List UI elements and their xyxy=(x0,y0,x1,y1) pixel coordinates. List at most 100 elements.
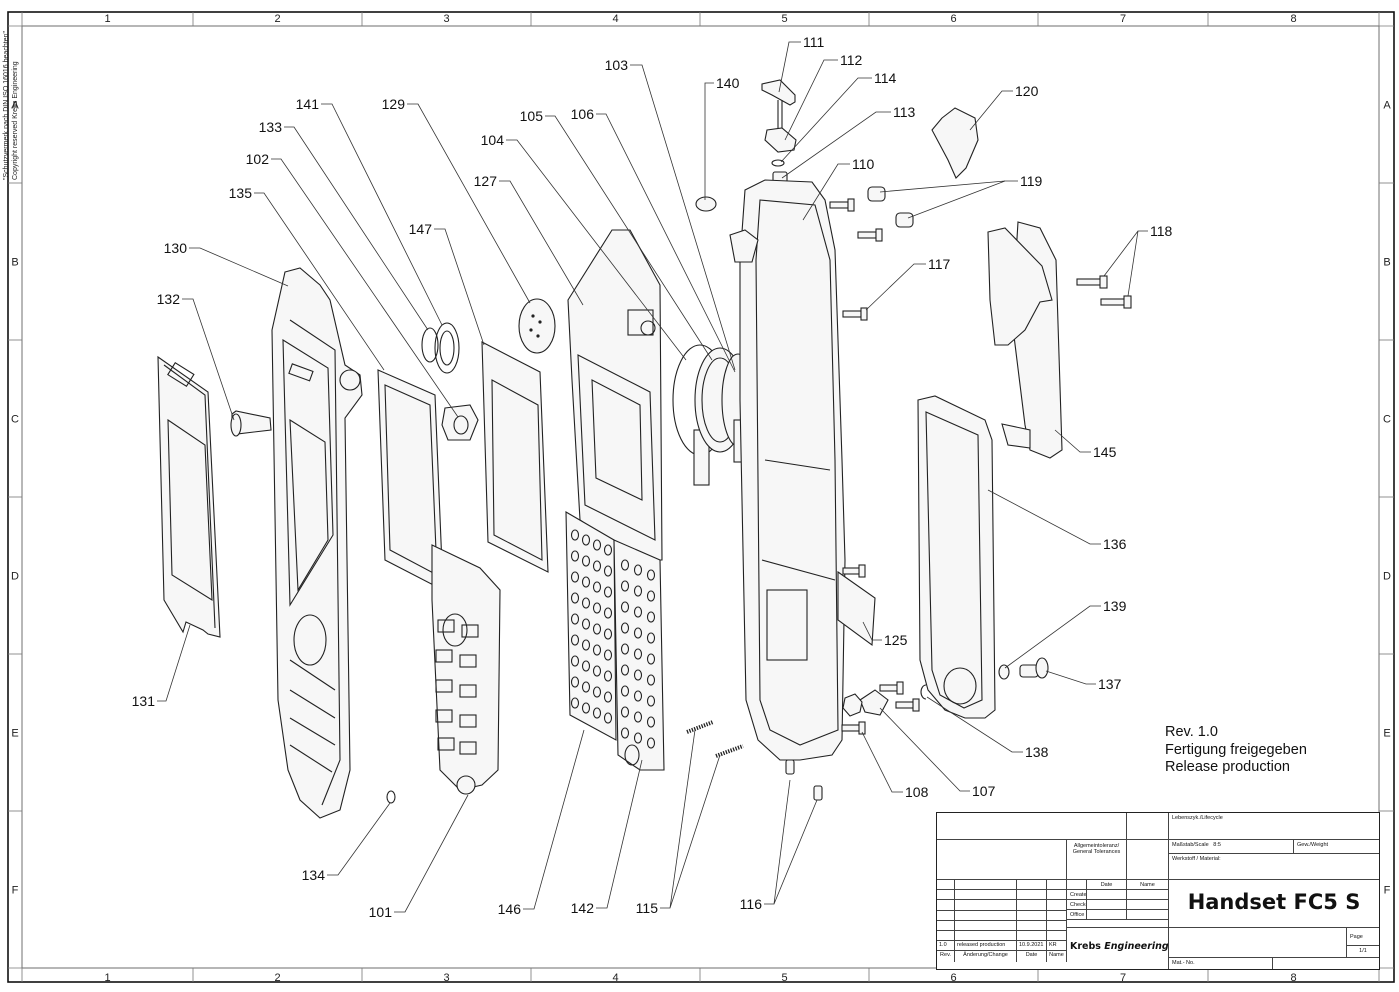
revision-note-line-2: Fertigung freigegeben xyxy=(1165,741,1307,758)
zone-col-4-top: 4 xyxy=(612,13,618,25)
tb-scale-value: 8:5 xyxy=(1213,842,1221,848)
tb-general-tolerances: Allgemeintoleranz/ General Tolerances xyxy=(1067,840,1127,880)
tb-material: Werkstoff / Material: xyxy=(1169,854,1379,880)
tb-weight: Gew./Weight xyxy=(1294,840,1379,854)
callout-102: 102 xyxy=(246,151,270,167)
callout-104: 104 xyxy=(481,132,505,148)
callout-119: 119 xyxy=(1020,173,1043,189)
revision-header-3: Name xyxy=(1047,951,1067,962)
callout-136: 136 xyxy=(1103,536,1127,552)
callout-105: 105 xyxy=(520,108,544,124)
callout-110: 110 xyxy=(852,156,875,172)
revision-empty-cell xyxy=(955,910,1017,921)
leader-106 xyxy=(596,113,736,373)
revision-cell-date: 10.9.2021 xyxy=(1017,941,1047,952)
part-101-keypad xyxy=(431,544,501,795)
part-117-screws xyxy=(829,198,883,321)
part-102-lens xyxy=(441,404,479,441)
callout-135: 135 xyxy=(229,185,253,201)
part-134-ring xyxy=(386,790,396,804)
tb-created-date xyxy=(1087,890,1127,900)
revision-empty-cell xyxy=(937,880,955,891)
tb-scale-label: Maßstab/Scale xyxy=(1172,842,1209,848)
callout-145: 145 xyxy=(1093,444,1117,460)
revision-note: Rev. 1.0 Fertigung freigegeben Release p… xyxy=(1165,724,1307,777)
leader-112 xyxy=(784,59,838,141)
leader-115 xyxy=(660,729,721,909)
callout-118: 118 xyxy=(1150,223,1173,239)
leader-135 xyxy=(254,192,385,371)
callout-138: 138 xyxy=(1025,744,1049,760)
copyright-line-2: Copyright reserved Krebs Engineering xyxy=(12,61,19,180)
revision-empty-cell xyxy=(1047,900,1067,911)
callout-129: 129 xyxy=(382,96,406,112)
revision-header-2: Date xyxy=(1017,951,1047,962)
part-133-ring xyxy=(421,327,439,363)
callout-114: 114 xyxy=(874,70,897,86)
zone-row-A-right: A xyxy=(1383,100,1391,112)
callout-139: 139 xyxy=(1103,598,1127,614)
leader-136 xyxy=(987,489,1101,545)
tb-page-value: 1/1 xyxy=(1347,946,1379,958)
tb-mat-no: Mat.- No. xyxy=(1169,958,1273,969)
part-137-knob xyxy=(1019,657,1049,679)
callout-137: 137 xyxy=(1098,676,1122,692)
tb-blank-hdr xyxy=(1067,880,1087,890)
callout-112: 112 xyxy=(840,52,863,68)
zone-row-F-left: F xyxy=(12,885,19,897)
leader-104 xyxy=(506,139,687,361)
tb-checked-name xyxy=(1127,900,1169,910)
leader-130 xyxy=(189,247,289,287)
callout-103: 103 xyxy=(605,57,629,73)
part-136-back-frame xyxy=(917,395,996,719)
callout-125: 125 xyxy=(884,632,908,648)
part-146-pcb xyxy=(565,511,617,741)
part-119-nuts xyxy=(867,186,914,228)
leader-116 xyxy=(764,779,818,905)
leader-137 xyxy=(1045,670,1096,685)
part-141-gasket xyxy=(434,322,460,374)
part-147-display xyxy=(481,341,549,573)
leader-127 xyxy=(499,180,584,306)
tb-empty-5 xyxy=(1169,928,1347,958)
revision-empty-cell xyxy=(955,880,1017,891)
part-115-springs xyxy=(686,720,744,758)
leader-141 xyxy=(321,103,443,326)
part-145-belt-clip xyxy=(987,221,1063,459)
part-140-grommet xyxy=(695,196,717,212)
tb-name-header: Name xyxy=(1127,880,1169,890)
tb-office-name xyxy=(1127,910,1169,920)
leader-102 xyxy=(271,158,459,418)
callout-141: 141 xyxy=(296,96,320,112)
leader-129 xyxy=(407,103,531,304)
callout-106: 106 xyxy=(571,106,595,122)
leader-120 xyxy=(969,90,1013,131)
zone-col-8-top: 8 xyxy=(1290,13,1296,25)
zone-col-3-top: 3 xyxy=(443,13,449,25)
tb-office: Office xyxy=(1067,910,1087,920)
callout-142: 142 xyxy=(571,900,595,916)
callout-116: 116 xyxy=(740,896,763,912)
zone-col-2-bottom: 2 xyxy=(274,972,280,984)
leader-lines xyxy=(157,41,1148,913)
callout-130: 130 xyxy=(164,240,188,256)
zone-col-6-bottom: 6 xyxy=(950,972,956,984)
revision-cell-name: KR xyxy=(1047,941,1067,952)
tb-empty-2 xyxy=(1127,813,1169,840)
zone-col-1-top: 1 xyxy=(104,13,110,25)
revision-empty-cell xyxy=(937,900,955,911)
callout-120: 120 xyxy=(1015,83,1039,99)
leader-140 xyxy=(704,82,714,200)
callout-127: 127 xyxy=(474,173,498,189)
leader-110 xyxy=(802,163,850,221)
leader-132 xyxy=(182,298,235,421)
callout-115: 115 xyxy=(636,900,659,916)
zone-col-1-bottom: 1 xyxy=(104,972,110,984)
callout-108: 108 xyxy=(905,784,929,800)
revision-empty-cell xyxy=(1017,880,1047,891)
leader-114 xyxy=(780,77,872,163)
part-129-speaker xyxy=(518,298,556,354)
zone-col-3-bottom: 3 xyxy=(443,972,449,984)
zone-col-2-top: 2 xyxy=(274,13,280,25)
